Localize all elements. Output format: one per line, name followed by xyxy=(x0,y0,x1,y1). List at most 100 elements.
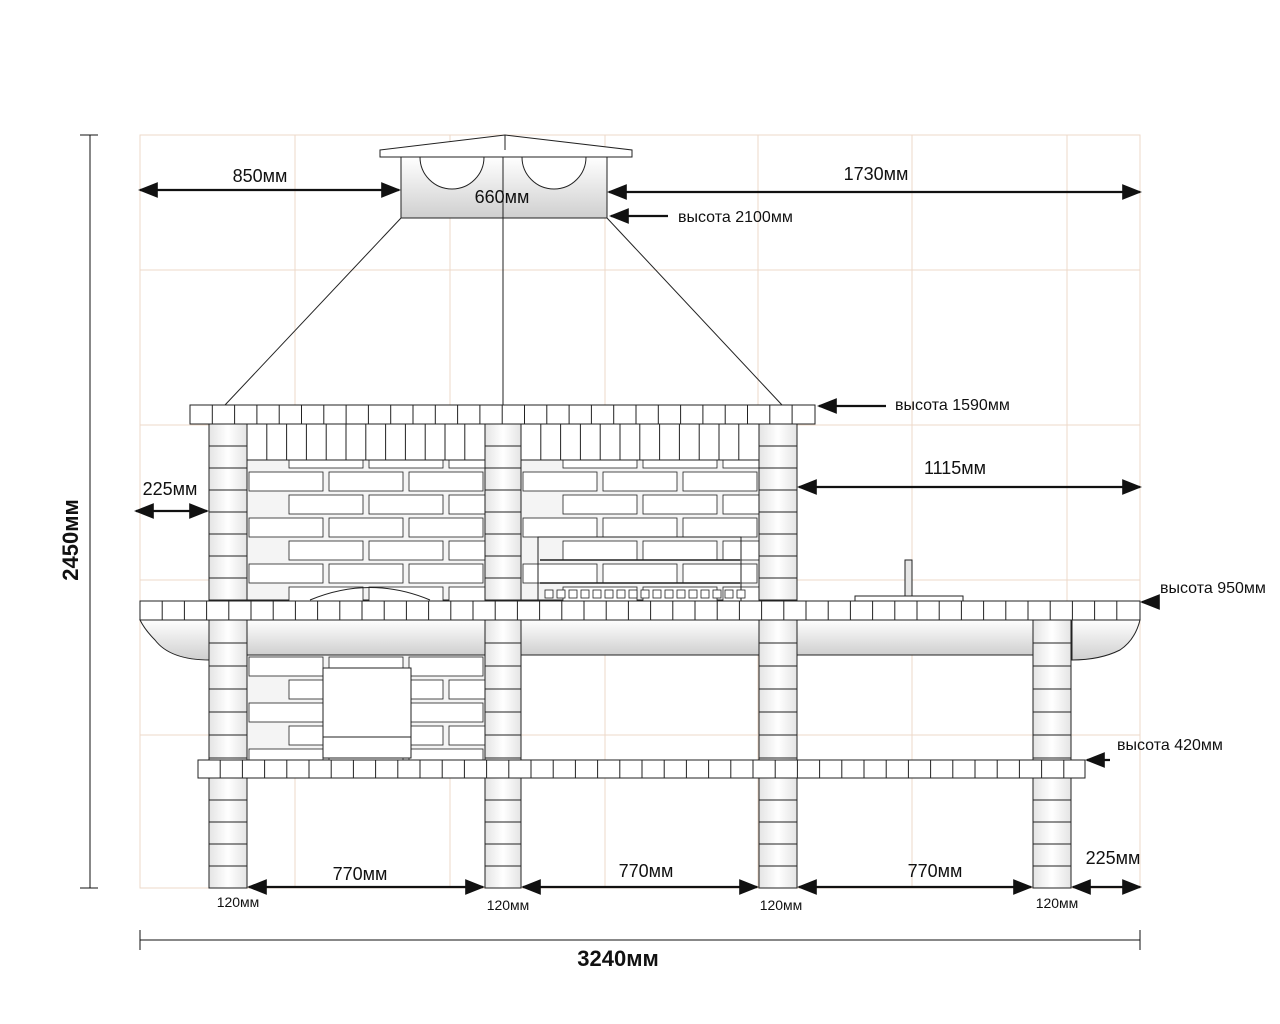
brick xyxy=(408,471,484,492)
brick xyxy=(328,471,404,492)
brick xyxy=(602,517,678,538)
pillar-body xyxy=(758,777,798,889)
pillar-body xyxy=(208,777,248,889)
brick xyxy=(248,656,324,677)
brick xyxy=(408,702,484,723)
shelf-slab xyxy=(197,759,1086,779)
pillar-1-label: 120мм xyxy=(217,894,260,910)
shelf-height-label: высота 420мм xyxy=(1117,737,1223,754)
grill-coal xyxy=(616,589,626,599)
upper-pillar-middle xyxy=(484,423,522,601)
grill-coal xyxy=(676,589,686,599)
brick xyxy=(448,494,486,515)
brick xyxy=(408,563,484,584)
brick xyxy=(602,563,678,584)
grill-coal xyxy=(580,589,590,599)
brick xyxy=(448,679,486,700)
grill-coal xyxy=(652,589,662,599)
upper-soldier-left xyxy=(246,423,486,461)
brick xyxy=(448,540,486,561)
grill-coal xyxy=(592,589,602,599)
firewood-niche xyxy=(322,667,412,759)
brick xyxy=(368,540,444,561)
brick xyxy=(408,517,484,538)
brick xyxy=(248,471,324,492)
pillar-2-label: 120мм xyxy=(487,897,530,913)
left-offset-label: 850мм xyxy=(233,166,288,186)
brick xyxy=(248,563,324,584)
lower-pillar-4 xyxy=(1032,619,1072,761)
dimension-labels: 2450мм 3240мм 850мм 660мм 1730мм высота … xyxy=(58,164,1266,971)
total-width-label: 3240мм xyxy=(577,946,659,971)
right-end-offset-label: 225мм xyxy=(1086,848,1141,868)
pillar-3-label: 120мм xyxy=(760,897,803,913)
brick xyxy=(408,656,484,677)
brick xyxy=(562,540,638,561)
faucet xyxy=(904,559,913,599)
grill-grate xyxy=(537,536,746,602)
brick xyxy=(248,702,324,723)
brick xyxy=(288,540,364,561)
pillar-body xyxy=(484,777,522,889)
counter-beam xyxy=(246,619,486,656)
upper-pillar-right xyxy=(758,423,798,601)
upper-pillar-left xyxy=(208,423,248,601)
brick xyxy=(248,517,324,538)
counter-corbel-right xyxy=(1071,619,1141,661)
pillar-body xyxy=(1032,619,1072,761)
counter-height-label: высота 950мм xyxy=(1160,580,1266,597)
roof-height-label: высота 1590мм xyxy=(895,397,1010,414)
brick xyxy=(328,563,404,584)
brick xyxy=(642,540,718,561)
counter-beam xyxy=(520,619,760,656)
right-offset-label: 1730мм xyxy=(844,164,909,184)
pillar-body xyxy=(208,619,248,761)
left-wall-offset-label: 225мм xyxy=(143,479,198,499)
hood-edge xyxy=(606,217,783,406)
grill-coal xyxy=(688,589,698,599)
grill-coal xyxy=(700,589,710,599)
brick xyxy=(522,471,598,492)
roof-slab xyxy=(189,404,816,425)
sink-rim xyxy=(854,595,964,602)
lower-pillar-1 xyxy=(208,619,248,761)
grill-coal xyxy=(640,589,650,599)
hood-edge xyxy=(224,217,402,406)
leg-2 xyxy=(484,777,522,889)
leg-4 xyxy=(1032,777,1072,889)
gap-2-label: 770мм xyxy=(619,861,674,881)
cauldron xyxy=(309,587,431,601)
pillar-body xyxy=(758,619,798,761)
brick xyxy=(562,494,638,515)
chimney-cap xyxy=(379,134,633,158)
brick xyxy=(602,471,678,492)
pillar-4-label: 120мм xyxy=(1036,895,1079,911)
brick xyxy=(642,494,718,515)
bbq-structure xyxy=(139,134,1141,889)
brick xyxy=(682,563,758,584)
grill-coal xyxy=(544,589,554,599)
chimney-height-label: высота 2100мм xyxy=(678,209,793,226)
grill-coal xyxy=(556,589,566,599)
brick xyxy=(288,494,364,515)
brick xyxy=(328,517,404,538)
counter-slab xyxy=(139,600,1141,621)
brick xyxy=(682,471,758,492)
grill-coal xyxy=(712,589,722,599)
grill-coal xyxy=(568,589,578,599)
pillar-body xyxy=(484,619,522,761)
chimney-vent xyxy=(419,156,485,190)
brick xyxy=(682,517,758,538)
chimney-width-label: 660мм xyxy=(475,187,530,207)
chimney-vent xyxy=(521,156,587,190)
brick xyxy=(448,725,486,746)
lower-pillar-3 xyxy=(758,619,798,761)
gap-3-label: 770мм xyxy=(908,861,963,881)
pillar-body xyxy=(1032,777,1072,889)
brick xyxy=(368,494,444,515)
gap-1-label: 770мм xyxy=(333,864,388,884)
upper-soldier-right xyxy=(520,423,760,461)
leg-3 xyxy=(758,777,798,889)
right-upper-offset-label: 1115мм xyxy=(924,458,986,478)
